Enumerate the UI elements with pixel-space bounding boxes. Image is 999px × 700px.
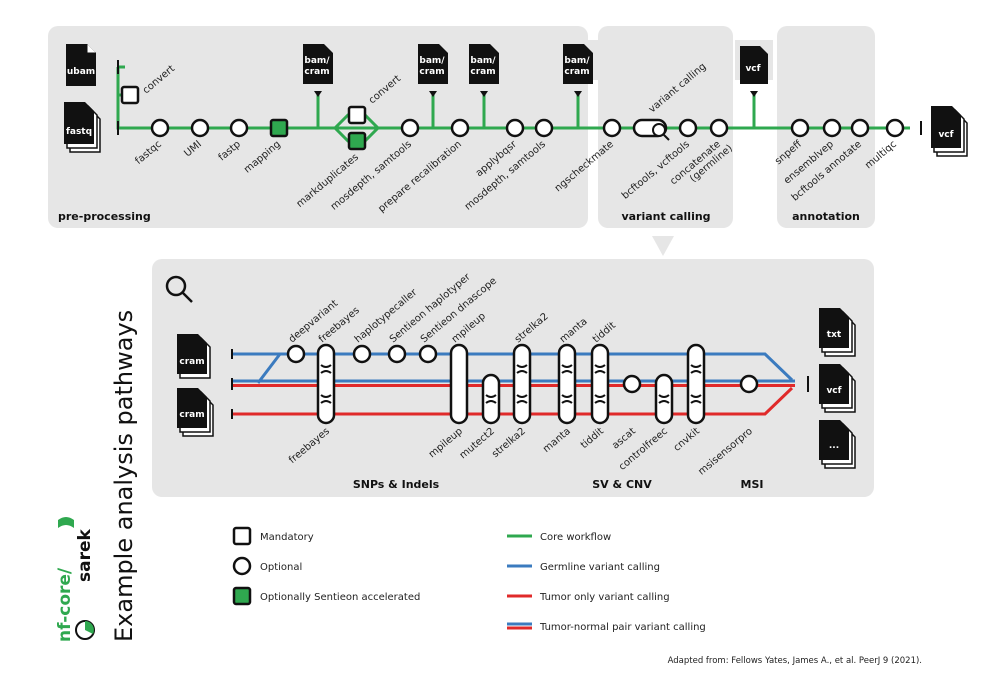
bottom-nodes xyxy=(286,343,759,425)
expand-arrow xyxy=(652,236,674,256)
bcftools-node xyxy=(678,118,698,138)
file-pins xyxy=(314,91,758,97)
concatenate-node xyxy=(709,118,729,138)
bottom-ticks xyxy=(231,349,809,419)
ubam-file-icon: ubam xyxy=(66,44,96,86)
svg-text:cram: cram xyxy=(470,67,495,77)
legend-mandatory-swatch xyxy=(232,526,252,546)
bam-cram-file-icon-2: bam/ cram xyxy=(418,44,448,84)
tiddit-pill xyxy=(590,343,610,425)
applybqsr-node xyxy=(505,118,525,138)
multiqc-node xyxy=(885,118,905,138)
svg-text:vcf: vcf xyxy=(745,64,760,74)
legend-sentieon-label: Optionally Sentieon accelerated xyxy=(260,592,420,603)
convert2-node xyxy=(347,105,367,125)
snpeff-node xyxy=(790,118,810,138)
svg-text:cram: cram xyxy=(564,67,589,77)
mpileup-pill xyxy=(449,343,469,425)
nf-core-sarek-logo: nf-core/ sarek xyxy=(55,517,95,642)
svg-text:bam/: bam/ xyxy=(470,56,496,66)
haplotypecaller-node xyxy=(352,344,372,364)
magnifier-small-icon xyxy=(652,123,670,141)
umi-node xyxy=(190,118,210,138)
annotation-title: annotation xyxy=(792,210,860,223)
manta-pill xyxy=(557,343,577,425)
credit-text: Adapted from: Fellows Yates, James A., e… xyxy=(668,656,922,666)
cram-file-icon-2: cram xyxy=(177,388,214,437)
svg-text:vcf: vcf xyxy=(826,386,841,396)
legend-tumor-normal-label: Tumor-normal pair variant calling xyxy=(539,622,706,633)
fastp-node xyxy=(229,118,249,138)
svg-text:cram: cram xyxy=(304,67,329,77)
fastqc-node xyxy=(150,118,170,138)
vcf-file-icon-top: vcf xyxy=(740,46,768,84)
fastq-label: fastq xyxy=(66,127,92,137)
controlfreec-pill xyxy=(654,373,674,425)
top-nodes xyxy=(120,85,905,151)
svg-text:vcf: vcf xyxy=(938,130,953,140)
vcf-output-file-icon: vcf xyxy=(931,106,968,157)
sentieon-dnascope-node xyxy=(418,344,438,364)
svg-text:cram: cram xyxy=(419,67,444,77)
legend-mandatory-label: Mandatory xyxy=(260,532,314,543)
germline-line xyxy=(232,352,794,384)
msisensorpro-node xyxy=(739,374,759,394)
svg-text:...: ... xyxy=(829,441,839,451)
mosdepth2-node xyxy=(534,118,554,138)
markduplicates-node xyxy=(347,131,367,151)
bam-cram-file-icon-4: bam/ cram xyxy=(563,44,593,84)
legend-tumor-only-label: Tumor only variant calling xyxy=(539,592,670,603)
ascat-node xyxy=(622,374,642,394)
svg-text:cram: cram xyxy=(179,357,204,367)
svg-text:bam/: bam/ xyxy=(564,56,590,66)
txt-file-icon: txt xyxy=(819,308,856,357)
mutect2-pill xyxy=(481,373,501,425)
cnvkit-pill xyxy=(686,343,706,425)
sentieon-haplotyper-node xyxy=(387,344,407,364)
legend-optional-swatch xyxy=(232,556,252,576)
snps-indels-title: SNPs & Indels xyxy=(353,478,440,491)
diagram-title: Example analysis pathways xyxy=(110,310,138,642)
strelka2-pill xyxy=(512,343,532,425)
bam-cram-file-icon-1: bam/ cram xyxy=(303,44,333,84)
logo-prefix: nf-core/ xyxy=(55,567,75,642)
sv-cnv-title: SV & CNV xyxy=(592,478,652,491)
logo-name: sarek xyxy=(75,528,95,582)
svg-text:cram: cram xyxy=(179,410,204,420)
mapping-node xyxy=(269,118,289,138)
svg-text:bam/: bam/ xyxy=(304,56,330,66)
legend-optional-label: Optional xyxy=(260,562,302,573)
tumor-lines xyxy=(232,386,794,416)
svg-text:txt: txt xyxy=(827,330,842,340)
ubam-label: ubam xyxy=(67,67,95,77)
variant-calling-title: variant calling xyxy=(621,210,710,223)
legend-sentieon-swatch xyxy=(232,586,252,606)
pill-dividers xyxy=(320,364,702,404)
legend: Mandatory Optional Optionally Sentieon a… xyxy=(232,526,706,633)
magnifier-icon xyxy=(165,275,193,303)
legend-core-label: Core workflow xyxy=(540,532,611,543)
vcf-result-file-icon: vcf xyxy=(819,364,856,413)
svg-text:bam/: bam/ xyxy=(419,56,445,66)
ngscheckmate-node xyxy=(602,118,622,138)
preprocessing-title: pre-processing xyxy=(58,210,151,223)
other-file-icon: ... xyxy=(819,420,856,469)
freebayes-pill xyxy=(316,343,336,425)
bcftools-annotate-node xyxy=(850,118,870,138)
convert-node xyxy=(120,85,140,105)
ensemblvep-node xyxy=(822,118,842,138)
fastq-file-icon: fastq xyxy=(64,102,101,153)
deepvariant-node xyxy=(286,344,306,364)
mosdepth-node xyxy=(400,118,420,138)
msi-title: MSI xyxy=(741,478,764,491)
bam-cram-file-icon-3: bam/ cram xyxy=(469,44,499,84)
cram-file-icon-1: cram xyxy=(177,334,211,379)
legend-germline-label: Germline variant calling xyxy=(540,562,660,573)
prepare-recal-node xyxy=(450,118,470,138)
